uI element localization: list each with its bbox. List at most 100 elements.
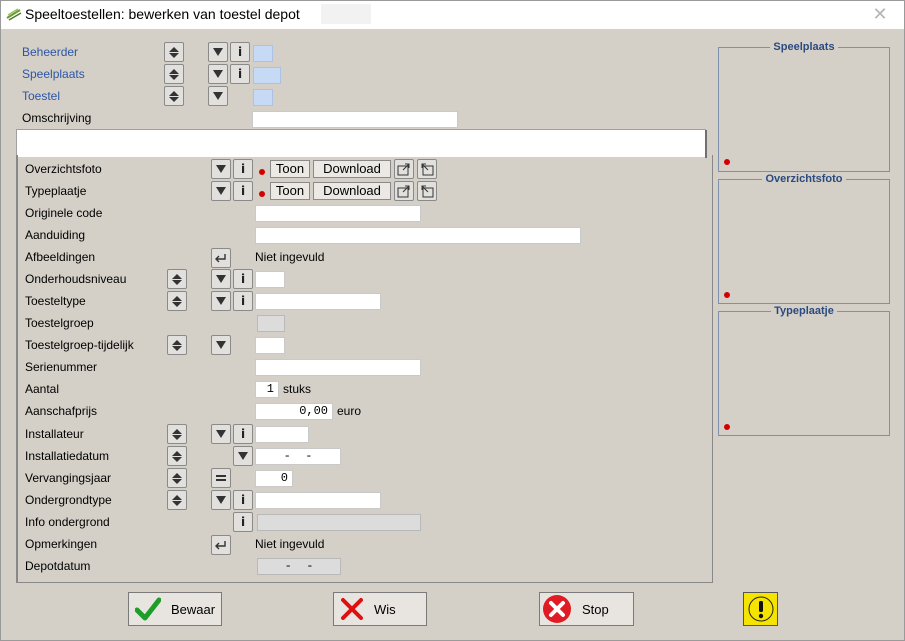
- typeplaatje-upload-button[interactable]: [394, 181, 414, 201]
- enter-icon: [215, 541, 226, 550]
- toesteltype-field[interactable]: [255, 293, 381, 310]
- onderhoudsniveau-spinner[interactable]: [167, 269, 187, 289]
- installateur-dropdown-button[interactable]: [211, 424, 231, 444]
- bewaar-label: Bewaar: [171, 601, 216, 617]
- bewaar-button[interactable]: Bewaar: [128, 592, 222, 626]
- window-title: Speeltoestellen: bewerken van toestel de…: [25, 6, 300, 22]
- wis-button[interactable]: Wis: [333, 592, 427, 626]
- overzichtsfoto-toon-button[interactable]: Toon: [270, 160, 310, 178]
- speelplaats-dropdown-button[interactable]: [208, 64, 228, 84]
- vervangingsjaar-calc-button[interactable]: [211, 468, 231, 488]
- close-icon[interactable]: ✕: [872, 4, 888, 24]
- opmerkingen-edit-button[interactable]: [211, 535, 231, 555]
- speelplaats-spinner[interactable]: [164, 64, 184, 84]
- serienummer-input[interactable]: [255, 359, 421, 376]
- originele-code-label: Originele code: [25, 206, 103, 220]
- beheerder-info-button[interactable]: i: [230, 42, 250, 62]
- overzichtsfoto-import-button[interactable]: [417, 159, 437, 179]
- typeplaatje-import-button[interactable]: [417, 181, 437, 201]
- info-icon: i: [240, 493, 246, 507]
- installateur-spinner[interactable]: [167, 424, 187, 444]
- opmerkingen-label: Opmerkingen: [25, 537, 98, 551]
- export-icon: [397, 163, 410, 176]
- typeplaatje-caption: Typeplaatje: [719, 305, 889, 317]
- toestel-field[interactable]: [253, 89, 273, 106]
- installateur-info-button[interactable]: i: [233, 424, 253, 444]
- info-icon: i: [240, 294, 246, 308]
- ondergrondtype-dropdown-button[interactable]: [211, 490, 231, 510]
- ondergrondtype-info-button[interactable]: i: [233, 490, 253, 510]
- toesteltype-dropdown-button[interactable]: [211, 291, 231, 311]
- installatiedatum-spinner[interactable]: [167, 446, 187, 466]
- overzichtsfoto-dropdown-button[interactable]: [211, 159, 231, 179]
- vervangingsjaar-input[interactable]: 0: [255, 470, 293, 487]
- omschrijving-input[interactable]: [252, 111, 458, 128]
- spin-down-icon: [172, 456, 182, 462]
- onderhoudsniveau-label: Onderhoudsniveau: [25, 272, 127, 286]
- toestelgroep-tijdelijk-field[interactable]: [255, 337, 285, 354]
- serienummer-label: Serienummer: [25, 360, 98, 374]
- speelplaats-info-button[interactable]: i: [230, 64, 250, 84]
- checkmark-icon: [135, 597, 161, 621]
- ondergrondtype-field[interactable]: [255, 492, 381, 509]
- installatiedatum-dropdown-button[interactable]: [233, 446, 253, 466]
- toesteltype-label: Toesteltype: [25, 294, 86, 308]
- spin-up-icon: [172, 428, 182, 434]
- toestel-dropdown-button[interactable]: [208, 86, 228, 106]
- ondergrondtype-spinner[interactable]: [167, 490, 187, 510]
- title-placeholder-box: [321, 4, 371, 24]
- info-ondergrond-field: [257, 514, 421, 531]
- toesteltype-spinner[interactable]: [167, 291, 187, 311]
- details-panel: [16, 155, 713, 583]
- aantal-input[interactable]: 1: [255, 381, 279, 398]
- info-icon: i: [240, 184, 246, 198]
- toestel-spinner[interactable]: [164, 86, 184, 106]
- onderhoudsniveau-field[interactable]: [255, 271, 285, 288]
- toestelgroep-tijdelijk-spinner[interactable]: [167, 335, 187, 355]
- aanschafprijs-label: Aanschafprijs: [25, 404, 98, 418]
- dropdown-arrow-icon: [216, 297, 226, 305]
- aanduiding-input[interactable]: [255, 227, 581, 244]
- overzichtsfoto-caption: Overzichtsfoto: [719, 173, 889, 185]
- spin-down-icon: [172, 279, 182, 285]
- aanduiding-label: Aanduiding: [25, 228, 86, 242]
- overzichtsfoto-download-button[interactable]: Download: [313, 160, 391, 178]
- spin-down-icon: [169, 96, 179, 102]
- toesteltype-info-button[interactable]: i: [233, 291, 253, 311]
- dropdown-arrow-icon: [213, 48, 223, 56]
- dropdown-arrow-icon: [216, 275, 226, 283]
- equals-icon: [216, 475, 226, 481]
- overzichtsfoto-info-button[interactable]: i: [233, 159, 253, 179]
- installatiedatum-label: Installatiedatum: [25, 449, 110, 463]
- typeplaatje-toon-button[interactable]: Toon: [270, 182, 310, 200]
- installateur-field[interactable]: [255, 426, 309, 443]
- speelplaats-image-box: Speelplaats: [718, 41, 890, 172]
- cross-icon: [341, 598, 363, 620]
- typeplaatje-status-dot: [259, 191, 265, 197]
- onderhoudsniveau-info-button[interactable]: i: [233, 269, 253, 289]
- beheerder-spinner[interactable]: [164, 42, 184, 62]
- speelplaats-field[interactable]: [253, 67, 281, 84]
- afbeeldingen-edit-button[interactable]: [211, 248, 231, 268]
- typeplaatje-info-button[interactable]: i: [233, 181, 253, 201]
- toestelgroep-label: Toestelgroep: [25, 316, 94, 330]
- exclamation-icon: [748, 596, 773, 622]
- dropdown-arrow-icon: [216, 165, 226, 173]
- vervangingsjaar-label: Vervangingsjaar: [25, 471, 112, 485]
- originele-code-input[interactable]: [255, 205, 421, 222]
- beheerder-dropdown-button[interactable]: [208, 42, 228, 62]
- beheerder-field[interactable]: [253, 45, 273, 62]
- installatiedatum-input[interactable]: - -: [255, 448, 341, 465]
- typeplaatje-download-button[interactable]: Download: [313, 182, 391, 200]
- onderhoudsniveau-dropdown-button[interactable]: [211, 269, 231, 289]
- aanschafprijs-input[interactable]: 0,00: [255, 403, 333, 420]
- spin-up-icon: [172, 472, 182, 478]
- warning-button[interactable]: [743, 592, 778, 626]
- app-icon: [6, 8, 22, 21]
- vervangingsjaar-spinner[interactable]: [167, 468, 187, 488]
- toestelgroep-tijdelijk-dropdown-button[interactable]: [211, 335, 231, 355]
- stop-button[interactable]: Stop: [539, 592, 634, 626]
- typeplaatje-dropdown-button[interactable]: [211, 181, 231, 201]
- info-ondergrond-info-button[interactable]: i: [233, 512, 253, 532]
- overzichtsfoto-upload-button[interactable]: [394, 159, 414, 179]
